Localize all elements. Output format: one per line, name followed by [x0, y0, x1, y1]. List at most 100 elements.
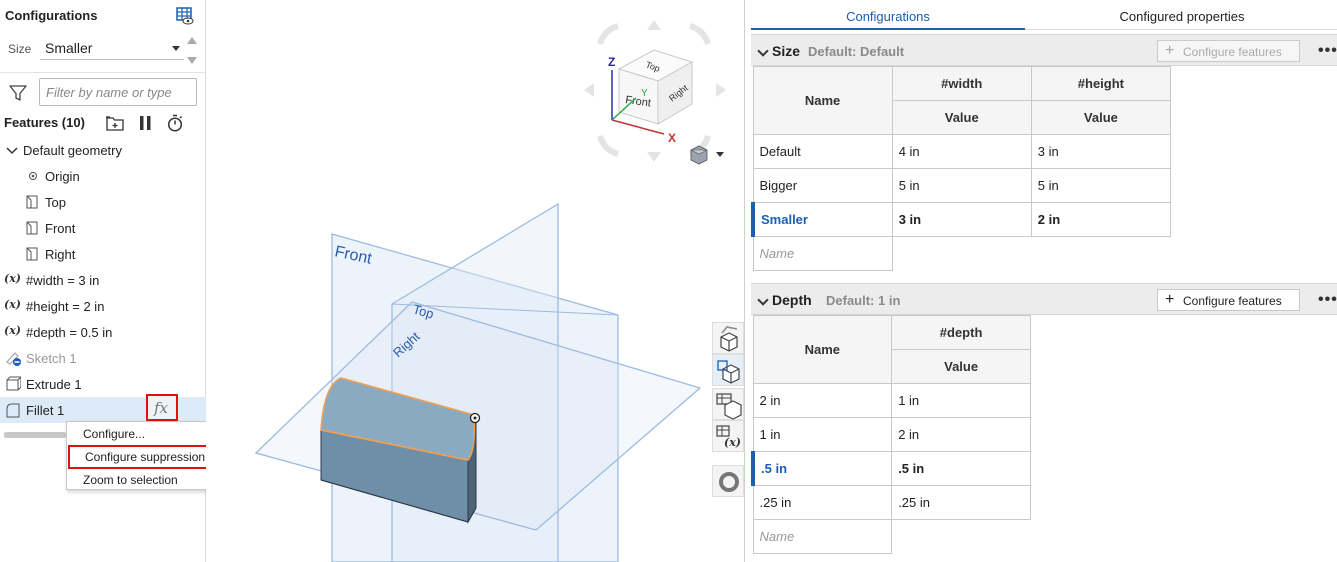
- tree-item-extrude-1[interactable]: Extrude 1: [0, 371, 206, 397]
- config-name-cell[interactable]: Bigger: [752, 168, 893, 203]
- 3d-viewport[interactable]: Front Top Right Top Front: [206, 0, 744, 562]
- tree-item-label: Front: [45, 221, 76, 236]
- value-cell[interactable]: 5 in: [891, 168, 1032, 203]
- table-row[interactable]: Default 4 in 3 in: [752, 134, 1172, 169]
- new-name-cell[interactable]: Name: [752, 236, 893, 271]
- plane-icon: [25, 194, 41, 210]
- config-name-cell[interactable]: 2 in: [752, 383, 893, 418]
- plane-label-top: Top: [411, 301, 435, 321]
- chevron-down-icon[interactable]: [4, 142, 20, 158]
- table-row[interactable]: 2 in 1 in: [752, 383, 1031, 418]
- tree-item-label: Sketch 1: [26, 351, 77, 366]
- arrow-up-icon[interactable]: [187, 37, 197, 44]
- configure-features-button[interactable]: + Configure features: [1157, 40, 1300, 62]
- value-cell[interactable]: .25 in: [891, 485, 1031, 520]
- table-row[interactable]: .25 in .25 in: [752, 485, 1031, 520]
- value-cell[interactable]: 2 in: [1030, 202, 1172, 237]
- value-header: Value: [891, 100, 1032, 135]
- button-label: Configure features: [1183, 294, 1282, 308]
- menu-item-configure[interactable]: Configure...: [67, 423, 263, 445]
- section-default: Default: 1 in: [826, 293, 901, 308]
- config-section-header-size[interactable]: Size Default: Default + Configure featur…: [751, 34, 1337, 66]
- table-row[interactable]: Bigger 5 in 5 in: [752, 168, 1172, 203]
- table-row-selected[interactable]: .5 in .5 in: [751, 451, 1031, 486]
- tree-item-variable-height[interactable]: (x) #height = 2 in: [0, 293, 206, 319]
- fx-button[interactable]: fx: [146, 394, 178, 421]
- table-row-new[interactable]: Name: [752, 519, 1031, 554]
- tree-item-origin[interactable]: Origin: [0, 163, 206, 189]
- more-options-icon[interactable]: •••: [1318, 42, 1337, 59]
- chevron-down-icon[interactable]: [757, 45, 769, 57]
- tab-configurations[interactable]: Configurations: [751, 0, 1025, 30]
- variable-glyph: (x): [724, 436, 741, 449]
- config-name-cell[interactable]: Smaller: [750, 202, 893, 237]
- value-header: Value: [1030, 100, 1172, 135]
- value-cell[interactable]: 1 in: [891, 383, 1031, 418]
- config-table-size: Name #width #height Value Value Default …: [750, 66, 1172, 271]
- config-name-cell[interactable]: .25 in: [752, 485, 893, 520]
- new-name-cell[interactable]: Name: [752, 519, 893, 554]
- menu-item-zoom-to-selection[interactable]: Zoom to selection: [67, 469, 263, 491]
- fx-label: fx: [154, 399, 169, 417]
- add-folder-icon[interactable]: [106, 114, 124, 132]
- size-select-value: Smaller: [45, 40, 93, 56]
- filter-input[interactable]: [39, 78, 197, 106]
- value-cell[interactable]: 3 in: [1030, 134, 1172, 169]
- view-cube[interactable]: Top Front Right: [584, 20, 726, 162]
- config-name-cell[interactable]: Default: [752, 134, 893, 169]
- config-section-header-depth[interactable]: Depth Default: 1 in + Configure features…: [751, 283, 1337, 315]
- horizontal-scrollbar[interactable]: [4, 432, 66, 438]
- tab-configured-properties[interactable]: Configured properties: [1119, 9, 1245, 24]
- tree-item-variable-width[interactable]: (x) #width = 3 in: [0, 267, 206, 293]
- appearance-button[interactable]: [712, 465, 744, 497]
- axis-y-label: Y: [641, 88, 648, 99]
- value-header: Value: [891, 349, 1031, 384]
- plane-edge: [391, 303, 619, 316]
- value-cell[interactable]: .5 in: [891, 451, 1031, 486]
- tree-item-top[interactable]: Top: [0, 189, 206, 215]
- part-body[interactable]: [320, 377, 481, 524]
- tree-item-variable-depth[interactable]: (x) #depth = 0.5 in: [0, 319, 206, 345]
- model-canvas[interactable]: Front Top Right Top Front: [206, 0, 744, 562]
- tree-item-right[interactable]: Right: [0, 241, 206, 267]
- config-table-depth: Name #depth Value 2 in 1 in 1 in 2 in .5…: [751, 315, 1031, 554]
- size-stepper[interactable]: [187, 37, 197, 67]
- variable-icon: (x): [4, 298, 21, 311]
- empty-cell: [1031, 237, 1170, 271]
- variable-icon: (x): [4, 272, 21, 285]
- section-cube-icon: [717, 360, 740, 384]
- value-cell[interactable]: 4 in: [891, 134, 1032, 169]
- pause-rollback-icon[interactable]: [137, 114, 155, 132]
- chevron-down-icon[interactable]: [716, 152, 724, 157]
- view-options-dropdown[interactable]: [690, 145, 724, 165]
- size-select[interactable]: Smaller: [40, 38, 184, 60]
- configuration-table-icon[interactable]: [176, 7, 194, 25]
- configure-features-button[interactable]: + Configure features: [1157, 289, 1300, 311]
- menu-item-label: Configure...: [83, 427, 146, 441]
- value-cell[interactable]: 2 in: [891, 417, 1031, 452]
- config-name-cell[interactable]: .5 in: [751, 451, 893, 486]
- arrow-down-icon[interactable]: [187, 57, 197, 64]
- chevron-down-icon[interactable]: [757, 294, 769, 306]
- stopwatch-icon[interactable]: [166, 114, 184, 132]
- value-cell[interactable]: 3 in: [891, 202, 1032, 237]
- variable-table-icon: (x): [716, 425, 741, 449]
- section-view-button[interactable]: [712, 354, 744, 386]
- render-mode-button[interactable]: [712, 322, 744, 354]
- shaded-cube-icon: [720, 326, 738, 352]
- sketch-suppressed-icon: [5, 350, 21, 366]
- filter-icon[interactable]: [9, 84, 27, 102]
- variable-table-button[interactable]: (x): [712, 420, 744, 452]
- table-row[interactable]: 1 in 2 in: [752, 417, 1031, 452]
- value-cell[interactable]: 5 in: [1030, 168, 1172, 203]
- table-row-selected[interactable]: Smaller 3 in 2 in: [750, 202, 1172, 237]
- config-name-cell[interactable]: 1 in: [752, 417, 893, 452]
- tree-item-sketch-1[interactable]: Sketch 1: [0, 345, 206, 371]
- name-header: Name: [752, 315, 893, 384]
- tree-item-default-geometry[interactable]: Default geometry: [0, 137, 206, 163]
- tree-item-front[interactable]: Front: [0, 215, 206, 241]
- more-options-icon[interactable]: •••: [1318, 291, 1337, 308]
- table-row-new[interactable]: Name: [752, 236, 1171, 271]
- configured-view-button[interactable]: [712, 388, 744, 420]
- tree-item-label: #height = 2 in: [26, 299, 105, 314]
